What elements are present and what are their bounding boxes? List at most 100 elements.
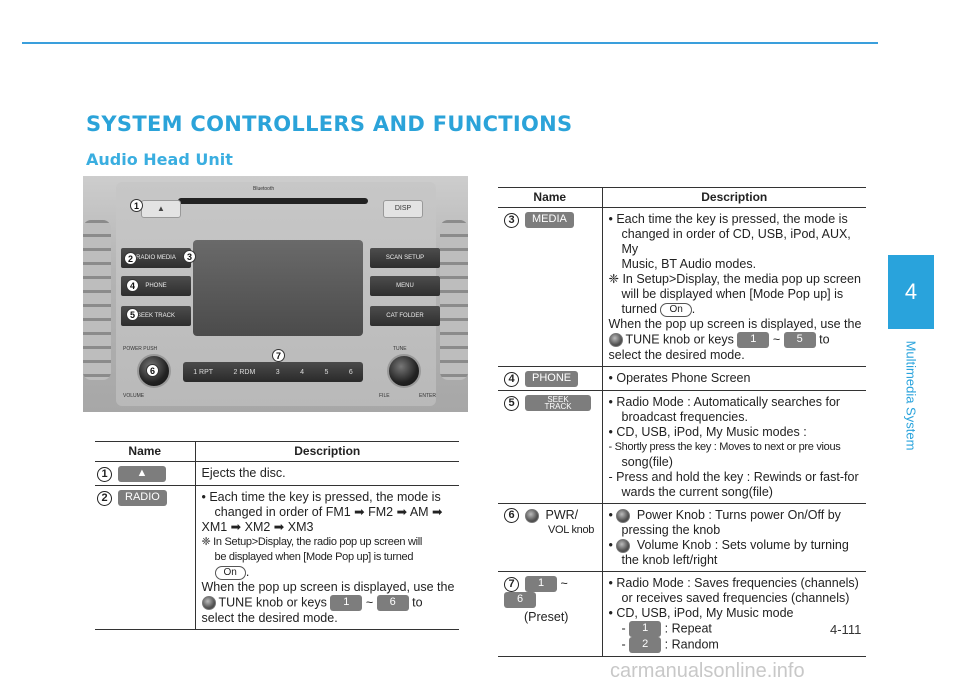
dash: - xyxy=(621,621,626,636)
col-desc-header: Description xyxy=(195,441,459,462)
preset-label: 3 xyxy=(275,368,280,376)
col-name-header: Name xyxy=(498,187,603,208)
radio-media-button: RADIO MEDIA xyxy=(121,248,191,268)
preset-buttons: 1 RPT 2 RDM 3 4 5 6 xyxy=(183,362,363,382)
phone-description: • Operates Phone Screen xyxy=(602,366,866,391)
preset-label: 2 RDM xyxy=(233,368,256,376)
desc-line: Music, BT Audio modes. xyxy=(621,257,757,271)
preset-key-1: 1 xyxy=(525,576,557,592)
left-spec-table: Name Description 1 ▲ Ejects the disc. 2 RA… xyxy=(95,441,459,630)
preset-label: 1 RPT xyxy=(193,368,214,376)
note-line: will be displayed when [Mode Pop up] is xyxy=(621,287,844,301)
callout-6: 6 xyxy=(146,364,159,377)
unit-screen xyxy=(193,240,363,336)
page-number: 4-111 xyxy=(830,622,862,637)
desc-line: broadcast frequencies. xyxy=(621,410,748,424)
to-text: to xyxy=(412,595,423,610)
desc-line: the knob left/right xyxy=(621,553,718,567)
desc-line: : Random xyxy=(664,637,719,652)
tune-knob xyxy=(387,354,421,388)
file-label: FILE xyxy=(379,393,390,399)
disc-slot xyxy=(178,198,368,204)
eject-key-icon: ▲ xyxy=(118,466,166,482)
eject-description: Ejects the disc. xyxy=(195,461,459,486)
chapter-label: Multimedia System xyxy=(903,340,919,450)
bullet: • xyxy=(608,508,613,522)
preset-name: (Preset) xyxy=(524,610,569,624)
radio-key: RADIO xyxy=(118,490,167,506)
desc-line: - Shortly press the key : Moves to next … xyxy=(608,441,841,453)
note-line: ❈ In Setup>Display, the media pop up scr… xyxy=(608,272,861,286)
to-text: to xyxy=(819,332,830,347)
watermark: carmanualsonline.info xyxy=(610,660,805,682)
desc-line: When the pop up screen is displayed, use… xyxy=(201,580,455,594)
tune-knob-icon xyxy=(201,596,216,610)
head-unit-photo: Bluetooth ▲ DISP RADIO MEDIA PHONE SEEK … xyxy=(83,176,468,412)
desc-line: : Repeat xyxy=(664,621,712,636)
preset-key-6: 6 xyxy=(376,595,409,611)
sub-title: Audio Head Unit xyxy=(86,150,233,169)
desc-line: • CD, USB, iPod, My Music mode xyxy=(608,606,794,620)
tilde: ~ xyxy=(560,576,568,591)
chapter-tab: 4 xyxy=(888,255,934,329)
vent-left xyxy=(83,220,111,380)
desc-line: Power Knob : Turns power On/Off by xyxy=(636,508,841,522)
callout-2: 2 xyxy=(124,252,137,265)
bullet: • xyxy=(608,538,613,552)
power-knob-icon xyxy=(616,508,631,523)
enter-label: ENTER xyxy=(419,393,436,399)
col-desc-header: Description xyxy=(602,187,866,208)
cat-folder-button: CAT FOLDER xyxy=(370,306,440,326)
table-row: 1 ▲ Ejects the disc. xyxy=(95,461,459,486)
desc-line: When the pop up screen is displayed, use… xyxy=(608,317,862,331)
preset-key-5: 5 xyxy=(783,332,816,348)
random-key: 2 xyxy=(629,637,662,653)
desc-line: pressing the knob xyxy=(621,523,721,537)
table-row: 6 PWR/ VOL knob • Power Knob : Turns pow… xyxy=(498,503,866,572)
pwr-knob-icon xyxy=(525,508,539,523)
col-name-header: Name xyxy=(95,441,196,462)
phone-key: PHONE xyxy=(525,371,579,387)
callout-4: 4 xyxy=(126,279,139,292)
row-number: 1 xyxy=(97,466,112,482)
desc-line: changed in order of FM1 ➡ FM2 ➡ AM ➡ xyxy=(214,505,443,519)
eject-icon: ▲ xyxy=(141,200,181,218)
row-number: 7 xyxy=(504,576,519,592)
callout-3: 3 xyxy=(183,250,196,263)
note-line: ❈ In Setup>Display, the radio pop up scr… xyxy=(201,536,423,548)
on-button-icon: On xyxy=(660,302,692,317)
desc-line: select the desired mode. xyxy=(201,611,338,625)
pwr-name: VOL knob xyxy=(548,524,595,537)
bluetooth-label: Bluetooth xyxy=(253,186,275,192)
note-end: . xyxy=(245,565,250,579)
tune-label: TUNE xyxy=(393,346,407,352)
callout-5: 5 xyxy=(126,308,139,321)
preset-label: 5 xyxy=(324,368,329,376)
desc-line: wards the current song(file) xyxy=(621,485,773,499)
volume-label: VOLUME xyxy=(123,393,145,399)
desc-line: • CD, USB, iPod, My Music modes : xyxy=(608,425,807,439)
note-line: turned xyxy=(621,302,657,316)
callout-7: 7 xyxy=(272,349,285,362)
power-push-label: POWER PUSH xyxy=(123,346,158,352)
row-number: 2 xyxy=(97,490,112,506)
desc-line: • Each time the key is pressed, the mode… xyxy=(608,212,848,226)
row-number: 3 xyxy=(504,212,519,228)
desc-line: • Radio Mode : Saves frequencies (channe… xyxy=(608,576,859,590)
desc-line: - Press and hold the key : Rewinds or fa… xyxy=(608,470,859,484)
row-number: 4 xyxy=(504,371,519,387)
preset-key-1: 1 xyxy=(737,332,770,348)
desc-line: or receives saved frequencies (channels) xyxy=(621,591,850,605)
menu-button: MENU xyxy=(370,276,440,296)
preset-key-6: 6 xyxy=(504,592,536,608)
tilde: ~ xyxy=(365,595,374,610)
callout-1: 1 xyxy=(130,199,143,212)
pwr-name: PWR/ xyxy=(545,508,579,522)
volume-knob-icon xyxy=(616,538,631,553)
note-line: be displayed when [Mode Pop up] is turne… xyxy=(214,551,414,563)
preset-key-1: 1 xyxy=(330,595,363,611)
